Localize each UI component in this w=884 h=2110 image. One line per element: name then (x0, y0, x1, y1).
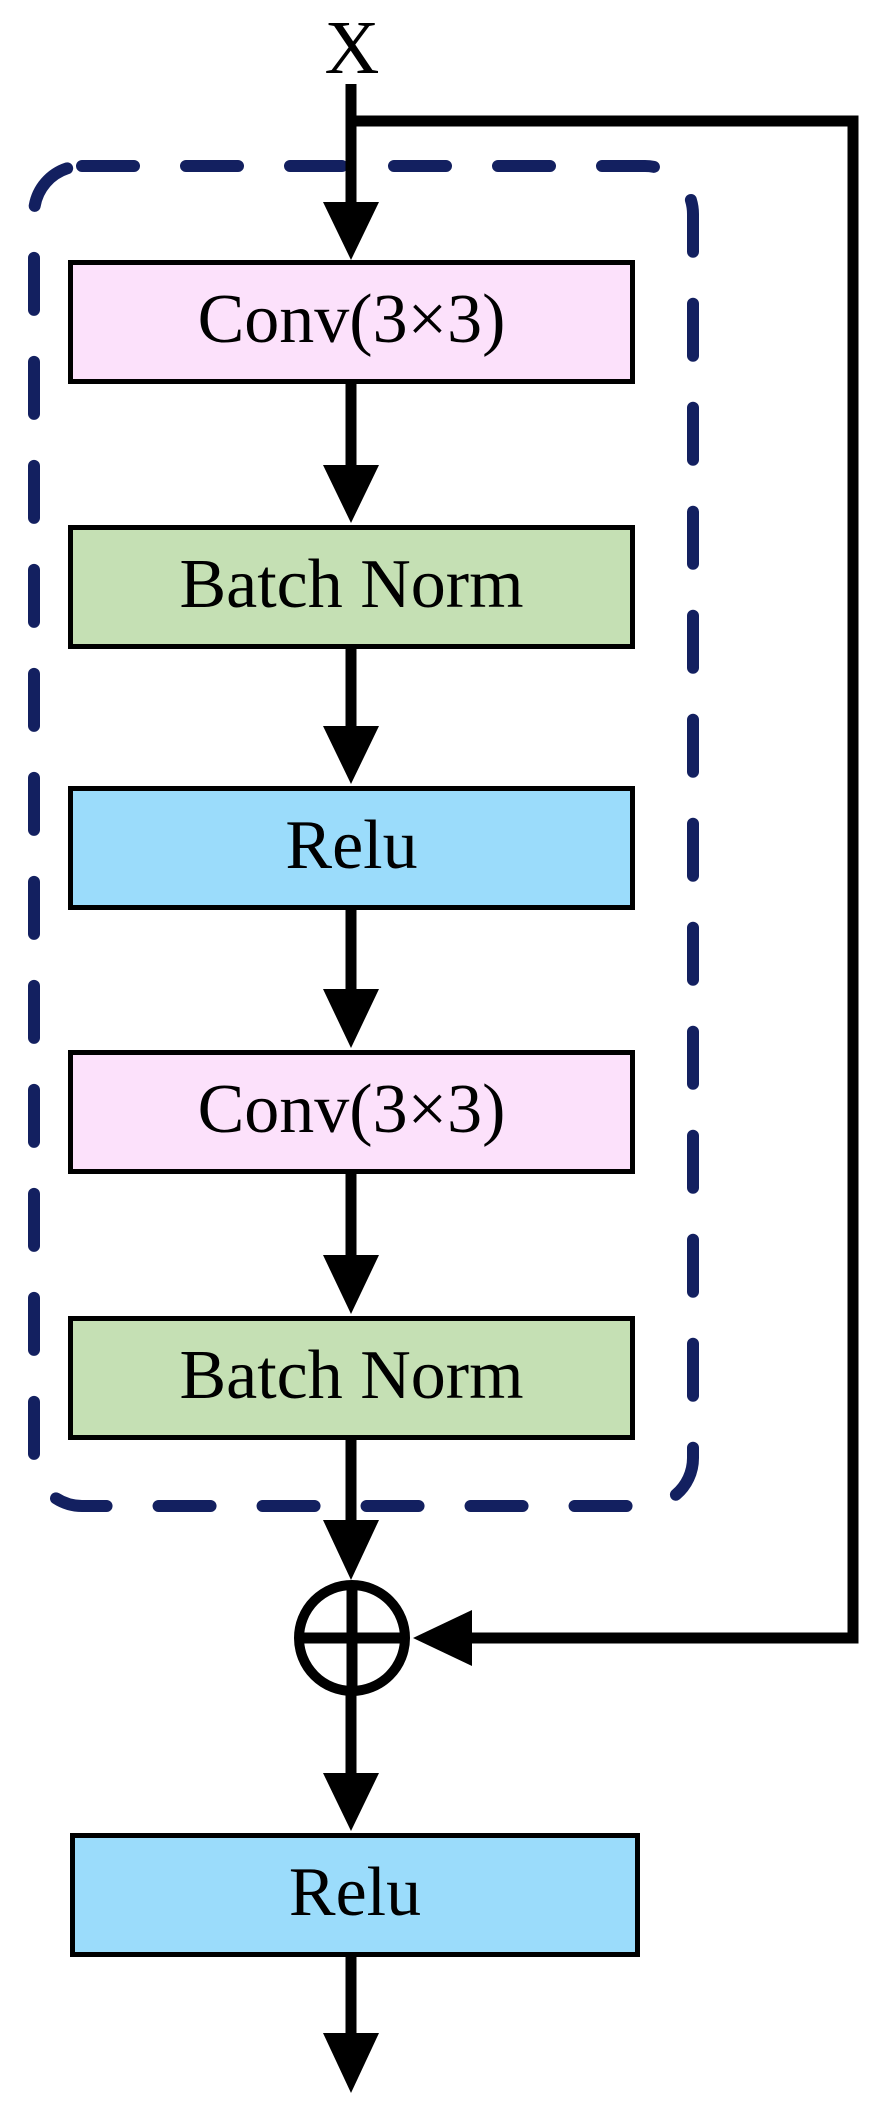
block-batch-norm2: Batch Norm (68, 1316, 635, 1440)
block-batch-norm1-label: Batch Norm (179, 546, 524, 623)
skip-arrowhead-left (413, 1610, 472, 1666)
flow-arrows (323, 84, 379, 2093)
arrowhead-down (323, 1520, 379, 1580)
block-relu1-label: Relu (285, 807, 418, 884)
block-relu1: Relu (68, 786, 635, 910)
block-batch-norm1: Batch Norm (68, 525, 635, 649)
arrowhead-down (323, 1773, 379, 1831)
arrowhead-down (323, 2033, 379, 2093)
plus-circle-icon (294, 1580, 410, 1696)
arrowhead-down (323, 726, 379, 784)
residual-branch-dashed-border (28, 160, 699, 1512)
block-relu-output: Relu (70, 1833, 640, 1957)
block-conv1-label: Conv(3×3) (197, 281, 506, 358)
block-conv1: Conv(3×3) (68, 260, 635, 384)
block-relu-output-label: Relu (288, 1854, 422, 1931)
arrowhead-down (323, 465, 379, 523)
skip-connection-line (351, 115, 859, 1666)
block-conv2: Conv(3×3) (68, 1050, 635, 1174)
arrowhead-down (323, 202, 379, 260)
input-label: X (324, 6, 380, 90)
arrowhead-down (323, 989, 379, 1048)
arrowhead-down (323, 1255, 379, 1314)
block-batch-norm2-label: Batch Norm (179, 1337, 524, 1414)
block-conv2-label: Conv(3×3) (197, 1071, 506, 1148)
